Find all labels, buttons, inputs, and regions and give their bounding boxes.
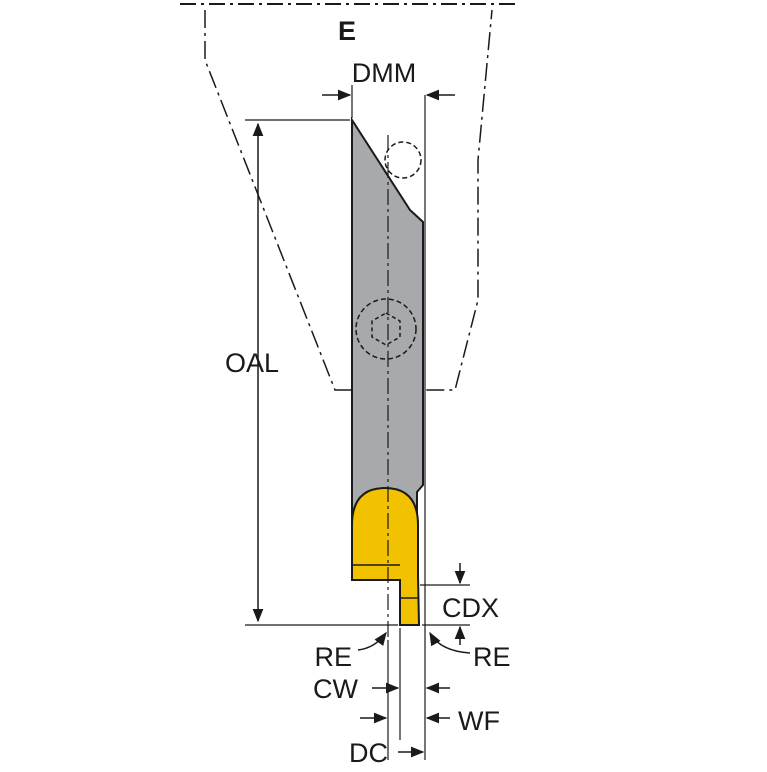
screw-outline xyxy=(355,298,417,360)
hex-socket-icon xyxy=(371,312,401,346)
re-left-label: RE xyxy=(314,642,352,672)
re-right-label: RE xyxy=(473,642,511,672)
re-left-leader xyxy=(357,631,387,651)
cdx-label: CDX xyxy=(442,593,499,623)
oal-label: OAL xyxy=(225,348,279,378)
dmm-label: DMM xyxy=(352,58,416,88)
view-label: E xyxy=(338,16,356,46)
cw-label: CW xyxy=(313,674,358,704)
phantom-circle xyxy=(384,141,422,179)
re-right-leader xyxy=(429,631,471,654)
cutting-insert xyxy=(351,486,421,626)
holder-phantom-outline xyxy=(204,9,493,391)
dc-label: DC xyxy=(349,738,388,767)
wf-label: WF xyxy=(458,706,500,736)
